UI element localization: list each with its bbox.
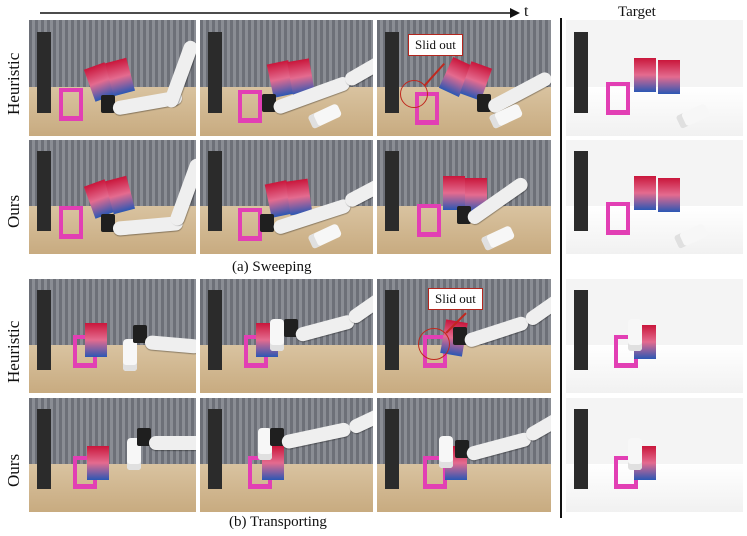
photo-sweeping-ours-target [566,140,743,254]
photo-transporting-ours-2 [200,398,373,512]
time-arrow [40,8,520,18]
photo-sweeping-heuristic-2 [200,20,373,136]
row-label-transporting-ours: Ours [4,453,23,487]
photo-sweeping-heuristic-1 [29,20,196,136]
photo-transporting-ours-target [566,398,743,512]
photo-sweeping-ours-1 [29,140,196,254]
photo-transporting-ours-1 [29,398,196,512]
photo-sweeping-ours-2 [200,140,373,254]
slid-out-callout-sweeping: Slid out [408,34,463,56]
time-axis-label: t [524,3,529,20]
slid-out-circle-sweeping [400,80,428,108]
photo-transporting-ours-3 [377,398,551,512]
photo-sweeping-heuristic-target [566,20,743,136]
caption-transporting: (b) Transporting [229,514,327,530]
photo-transporting-heuristic-2 [200,279,373,393]
photo-sweeping-ours-3 [377,140,551,254]
row-label-sweeping-ours: Ours [4,194,23,228]
column-divider [560,18,562,518]
caption-sweeping: (a) Sweeping [232,259,312,275]
photo-sweeping-heuristic-3 [377,20,551,136]
row-label-transporting-heuristic: Heuristic [4,320,23,383]
photo-transporting-heuristic-target [566,279,743,393]
photo-transporting-heuristic-1 [29,279,196,393]
slid-out-callout-transporting: Slid out [428,288,483,310]
row-label-sweeping-heuristic: Heuristic [4,52,23,115]
target-column-header: Target [618,4,656,20]
slid-out-circle-transporting [418,328,450,360]
